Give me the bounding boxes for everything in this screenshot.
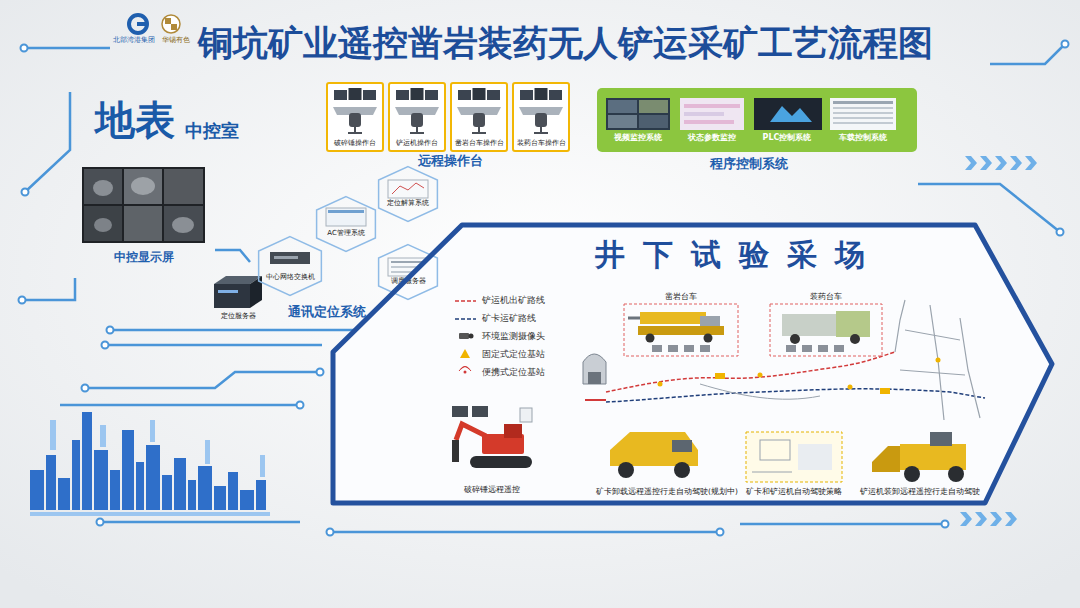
system-screen: 状态参数监控 <box>677 95 747 145</box>
stope-panel: 井下试验采场凿岩台车 装药台车破碎锤远程遥控 矿卡卸载远程遥控行走自动驾驶(规划中)… <box>330 222 1055 506</box>
legend-row: 便携式定位基站 <box>482 364 545 382</box>
node-label: 矿卡和铲运机自动驾驶策略 <box>746 487 842 496</box>
node-label: 视频监控系统 <box>614 133 662 143</box>
section-heading: 地表 <box>95 96 175 144</box>
node-label: 中控显示屏 <box>114 250 174 265</box>
hex-node: 调度服务器 <box>378 244 438 300</box>
node-label: 铲运机装卸远程遥控行走自动驾驶 <box>860 487 980 496</box>
node-label: 破碎锤操作台 <box>334 139 376 148</box>
group-label: 通讯定位系统 <box>288 304 366 320</box>
hex-node: 中心网络交换机 <box>258 236 322 296</box>
legend-row: 固定式定位基站 <box>482 346 545 364</box>
page-title: 铜坑矿业遥控凿岩装药无人铲运采矿工艺流程图 <box>198 22 933 64</box>
node-label: 装药台车 <box>810 292 842 302</box>
console-card: 装药台车操作台 <box>513 83 569 151</box>
hexagon-outline <box>258 236 322 296</box>
equipment-card: 破碎锤远程遥控 <box>440 402 544 496</box>
hexagon-outline <box>316 196 376 252</box>
legend-row: 矿卡运矿路线 <box>482 310 536 328</box>
legend-text: 固定式定位基站 <box>482 349 545 360</box>
equipment-card: 矿卡卸载远程遥控行走自动驾驶(规划中) <box>593 418 741 498</box>
hex-node: AC管理系统 <box>316 196 376 252</box>
display-wall: 中控显示屏 <box>80 165 208 265</box>
node-label: 定位解算系统 <box>387 199 429 208</box>
hexagon-outline <box>379 245 438 300</box>
node-label: 破碎锤远程遥控 <box>464 485 520 494</box>
node-label: 车载控制系统 <box>839 133 887 143</box>
hexagon-outline <box>378 166 438 222</box>
node-label: 定位服务器 <box>221 312 256 321</box>
node-label: 装药台车操作台 <box>517 139 566 148</box>
legend-text: 矿卡运矿路线 <box>482 313 536 324</box>
console-card: 铲运机操作台 <box>389 83 445 151</box>
panel-title: 井下试验采场 <box>595 236 883 274</box>
legend-text: 便携式定位基站 <box>482 367 545 378</box>
section-subheading: 中控室 <box>185 120 239 142</box>
group-label: 远程操作台 <box>418 153 483 169</box>
legend-text: 环境监测摄像头 <box>482 331 545 342</box>
hexagon-outline <box>378 244 438 300</box>
hexagon-outline <box>317 197 376 252</box>
group-label: 程序控制系统 <box>710 156 788 172</box>
logo-text: 华锡有色 <box>162 36 190 44</box>
system-screen: 视频监控系统 <box>603 95 673 145</box>
hexagon-outline <box>379 167 438 222</box>
node-label: 矿卡卸载远程遥控行走自动驾驶(规划中) <box>596 487 738 496</box>
legend-text: 铲运机出矿路线 <box>482 295 545 306</box>
logo-text: 北部湾港集团 <box>113 36 155 44</box>
system-screen: PLC控制系统 <box>751 95 823 145</box>
console-card: 凿岩台车操作台 <box>451 83 507 151</box>
legend-row: 铲运机出矿路线 <box>482 292 545 310</box>
console-card: 破碎锤操作台 <box>327 83 383 151</box>
panel-outline <box>333 225 1052 503</box>
node-label: PLC控制系统 <box>763 133 812 143</box>
node-label: 铲运机操作台 <box>396 139 438 148</box>
equipment-card: 凿岩台车 <box>622 290 740 356</box>
node-label: 中心网络交换机 <box>266 273 315 282</box>
equipment-card: 装药台车 <box>768 290 884 356</box>
node-label: 凿岩台车 <box>665 292 697 302</box>
node-label: AC管理系统 <box>327 229 365 238</box>
node-label: 凿岩台车操作台 <box>455 139 504 148</box>
equipment-card: 铲运机装卸远程遥控行走自动驾驶 <box>852 428 988 498</box>
equipment-card: 矿卡和铲运机自动驾驶策略 <box>742 428 846 498</box>
hexagon-outline <box>259 237 322 296</box>
system-screen: 车载控制系统 <box>827 95 899 145</box>
node-label: 状态参数监控 <box>688 133 736 143</box>
hex-node: 定位解算系统 <box>378 166 438 222</box>
legend-row: 环境监测摄像头 <box>482 328 545 346</box>
